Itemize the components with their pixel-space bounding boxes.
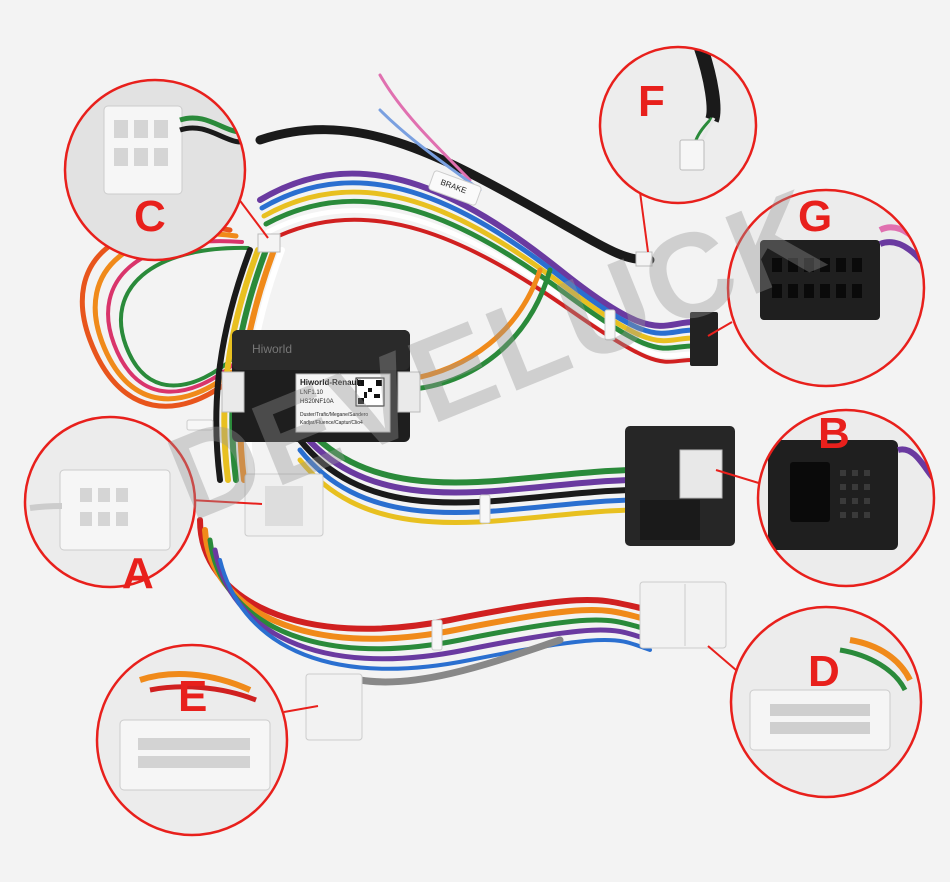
callout-a xyxy=(23,415,197,589)
module-label-line4: Kadjar/Fluence/Captur/Clio4 xyxy=(300,420,363,426)
callout-g xyxy=(726,188,926,388)
callout-c xyxy=(63,78,247,262)
module-brand-text: Hiworld xyxy=(252,342,293,356)
module-label-title: Hiworld-Renault xyxy=(300,378,362,387)
callout-d xyxy=(729,605,923,799)
callout-label-g: G xyxy=(798,192,833,241)
callout-label-b: B xyxy=(818,409,850,458)
harness-connectors xyxy=(244,233,735,741)
decoder-module xyxy=(221,330,421,442)
callout-label-d: D xyxy=(808,647,840,696)
module-label-line3: Duster/Trafic/Megane/Sandero xyxy=(300,412,369,418)
callout-label-f: F xyxy=(638,77,665,126)
wire-harness xyxy=(79,73,703,686)
callout-label-a: A xyxy=(122,549,154,598)
brake-tag xyxy=(428,170,482,206)
module-label-line1: LNF1.10 xyxy=(300,390,324,396)
callout-e xyxy=(95,643,289,837)
callout-f xyxy=(598,45,758,205)
module-label-line2: HS20NF10A xyxy=(300,399,334,405)
callout-label-e: E xyxy=(178,672,208,721)
callout-label-c: C xyxy=(134,192,166,241)
callout-b xyxy=(756,408,936,588)
